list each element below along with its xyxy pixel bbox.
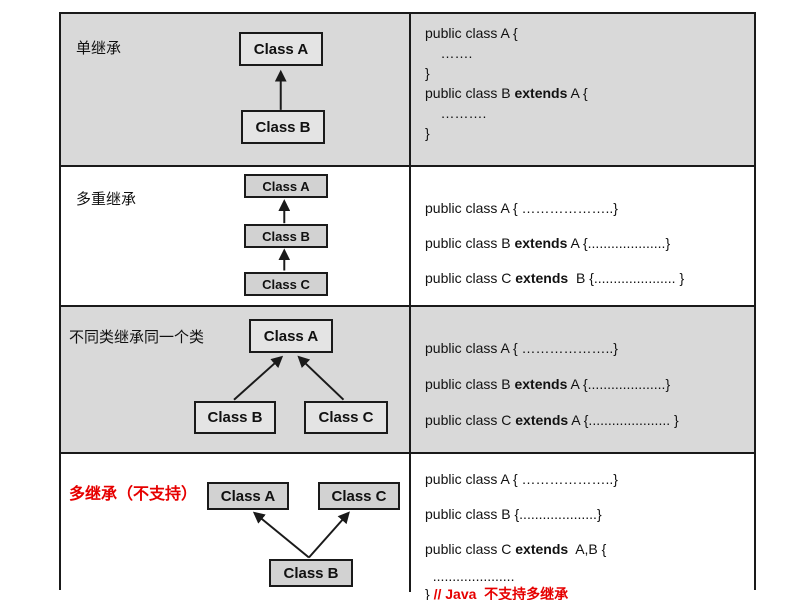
row-multiple-inheritance-unsupported: 多继承（不支持） Class A Class C Class B public	[61, 452, 754, 600]
code-line: } // Java 不支持多继承	[425, 586, 569, 600]
code-line: }	[425, 125, 430, 141]
code-block: public class A { ………………..} public class …	[425, 167, 750, 296]
diagram-cell-multiple: 多继承（不支持） Class A Class C Class B	[61, 454, 411, 592]
inheritance-arrow	[252, 511, 350, 559]
code-line: public class B extends A {..............…	[425, 235, 671, 251]
class-box-a: Class A	[207, 482, 289, 510]
diagram-cell-single: 单继承 Class A Class B	[61, 14, 411, 165]
code-line: public class A {	[425, 25, 518, 41]
code-line: public class A { ………………..}	[425, 340, 618, 356]
code-line: public class A { ………………..}	[425, 200, 618, 216]
code-cell-shared-parent: public class A { ………………..} public class …	[411, 307, 754, 452]
code-cell-multiple: public class A { ………………..} public class …	[411, 454, 754, 600]
row-label: 多重继承	[76, 191, 137, 208]
class-box-c: Class C	[244, 272, 328, 296]
class-box-c: Class C	[304, 401, 388, 434]
class-box-c: Class C	[318, 482, 400, 510]
code-cell-single: public class A { ……. } public class B ex…	[411, 14, 754, 165]
code-line: ……….	[425, 105, 487, 121]
code-line: .....................	[425, 568, 515, 584]
row-single-inheritance: 单继承 Class A Class B public class A { …….	[61, 14, 754, 165]
code-line: …….	[425, 45, 473, 61]
row-label: 多继承（不支持）	[69, 486, 198, 503]
code-cell-multilevel: public class A { ………………..} public class …	[411, 167, 754, 305]
code-line: public class B extends A {..............…	[425, 376, 671, 392]
class-box-b: Class B	[269, 559, 353, 587]
row-shared-parent-inheritance: 不同类继承同一个类 Class A Class B Class C public	[61, 305, 754, 452]
code-line: public class A { ………………..}	[425, 471, 618, 487]
class-box-b: Class B	[194, 401, 276, 434]
diagram-cell-multilevel: 多重继承 Class A Class B Class C	[61, 167, 411, 305]
diagram-cell-shared-parent: 不同类继承同一个类 Class A Class B Class C	[61, 307, 411, 452]
code-line: public class C extends A,B {	[425, 541, 607, 557]
row-label: 单继承	[76, 40, 122, 57]
class-box-a: Class A	[239, 32, 323, 66]
class-box-b: Class B	[244, 224, 328, 248]
code-block: public class A { ………………..} public class …	[425, 454, 750, 600]
class-box-a: Class A	[244, 174, 328, 198]
code-line: }	[425, 65, 430, 81]
row-multilevel-inheritance: 多重继承 Class A Class B Class C public clas	[61, 165, 754, 305]
code-line: public class C extends A {..............…	[425, 412, 679, 428]
code-line: public class B {....................}	[425, 506, 602, 522]
class-box-a: Class A	[249, 319, 333, 353]
unsupported-comment: // Java 不支持多继承	[433, 586, 569, 600]
code-line: public class C extends B {..............…	[425, 270, 685, 286]
code-block: public class A { ………………..} public class …	[425, 307, 750, 438]
class-box-b: Class B	[241, 110, 325, 144]
row-label: 不同类继承同一个类	[69, 329, 205, 346]
code-block: public class A { ……. } public class B ex…	[425, 14, 750, 143]
inheritance-table: 单继承 Class A Class B public class A { …….	[59, 12, 756, 600]
code-line: public class B extends A {	[425, 85, 588, 101]
